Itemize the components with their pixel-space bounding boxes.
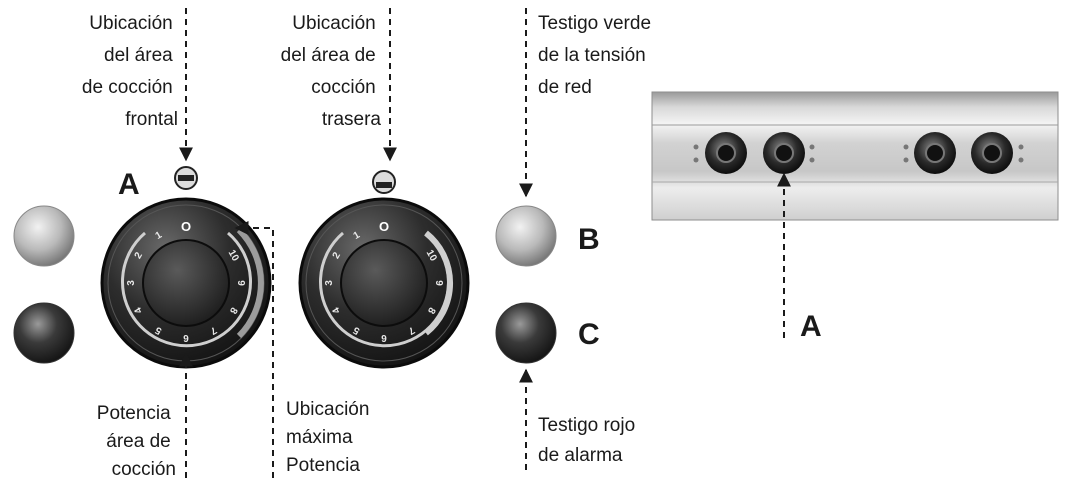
front-dial-scale-4: 4 [132,305,145,316]
front-dial-scale-5: 5 [153,324,164,337]
letter-b: B [578,223,600,256]
front-zone-indicator-icon [174,166,198,190]
panel-light-5 [903,144,909,150]
rear-dial-scale-4: 4 [330,305,343,316]
green-power-light [495,205,557,267]
rear-dial-scale-8: 8 [425,305,438,316]
rear-dial-scale-off: O [379,219,389,234]
red-alarm-light [495,302,557,364]
rear-dial-scale-9: 9 [433,280,444,286]
front-dial-scale-off: O [181,219,191,234]
rear-dial-scale-7: 7 [406,324,417,337]
letter-a-dial: A [118,168,140,201]
green-light-label: Testigo verde de la tensión de red [538,13,656,98]
letter-c: C [578,318,600,351]
letter-a-panel: A [800,310,822,343]
oven-front-panel [651,91,1059,221]
power-level-label: Potencia área de cocción [97,403,176,480]
panel-light-1 [693,144,699,150]
panel-light-4 [809,157,815,163]
front-dial: O 12 3 45 6 78 9 10 [100,197,272,369]
rear-dial-scale-6: 6 [381,332,387,343]
panel-light-3 [809,144,815,150]
front-dial-scale-9: 9 [235,280,246,286]
left-bottom-knob [13,302,75,364]
left-top-knob [13,205,75,267]
front-dial-scale: O 12 3 45 6 78 9 10 [126,219,246,343]
front-dial-scale-8: 8 [227,305,240,316]
panel-light-8 [1018,157,1024,163]
red-light-label: Testigo rojo de alarma [538,415,640,466]
front-zone-label: Ubicación del área de cocción frontal [82,13,178,130]
rear-dial-scale-5: 5 [351,324,362,337]
rear-dial-scale-10: 10 [424,248,439,264]
rear-zone-indicator-icon [372,170,396,194]
front-dial-scale-7: 7 [208,324,219,337]
panel-knob-3 [914,132,956,174]
rear-zone-label: Ubicación del área de cocción trasera [281,13,382,130]
rear-dial-scale-2: 2 [331,250,344,261]
panel-light-2 [693,157,699,163]
rear-dial-scale-3: 3 [324,280,335,286]
panel-knob-2 [763,132,805,174]
rear-dial-scale: O 12 3 45 6 78 9 10 [324,219,444,343]
front-dial-scale-10: 10 [226,248,241,264]
panel-light-7 [1018,144,1024,150]
panel-knob-4 [971,132,1013,174]
front-dial-scale-1: 1 [154,229,165,242]
max-power-label: Ubicación máxima Potencia [286,399,375,476]
rear-dial: O 12 3 45 6 78 9 10 [298,197,470,369]
panel-light-6 [903,157,909,163]
front-dial-scale-6: 6 [183,332,189,343]
rear-dial-scale-1: 1 [352,229,363,242]
front-dial-scale-3: 3 [126,280,137,286]
panel-knob-1 [705,132,747,174]
front-dial-scale-2: 2 [133,250,146,261]
